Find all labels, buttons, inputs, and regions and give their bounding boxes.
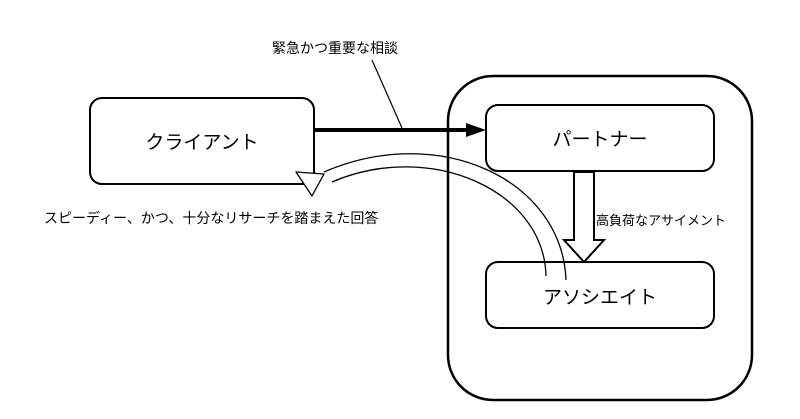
consultation-edge-label: 緊急かつ重要な相談 [272, 41, 398, 57]
consultation-arrow [314, 123, 486, 137]
assignment-edge-label: 高負荷なアサイメント [596, 214, 727, 229]
partner-node-box [485, 104, 715, 172]
answer-edge-label: スピーディー、かつ、十分なリサーチを踏まえた回答 [44, 211, 379, 227]
consultation-leader-line [371, 59, 403, 129]
answer-curved-arrow [295, 153, 567, 281]
client-node-box [89, 97, 315, 185]
client-node-label: クライアント [145, 131, 259, 154]
associate-node-label: アソシエイト [542, 286, 658, 309]
associate-node-box [485, 261, 715, 329]
partner-node-label: パートナー [552, 128, 648, 151]
assignment-block-arrow [561, 171, 607, 264]
